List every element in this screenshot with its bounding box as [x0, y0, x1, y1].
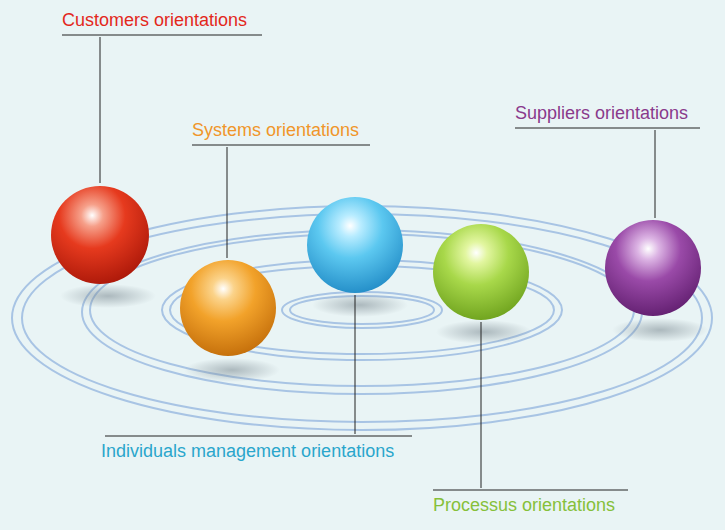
processus-label: Processus orientations	[431, 494, 617, 516]
systems-label: Systems orientations	[190, 119, 361, 141]
individuals-label: Individuals management orientations	[99, 440, 396, 462]
customers-label: Customers orientations	[60, 9, 249, 31]
suppliers-label: Suppliers orientations	[513, 102, 690, 124]
